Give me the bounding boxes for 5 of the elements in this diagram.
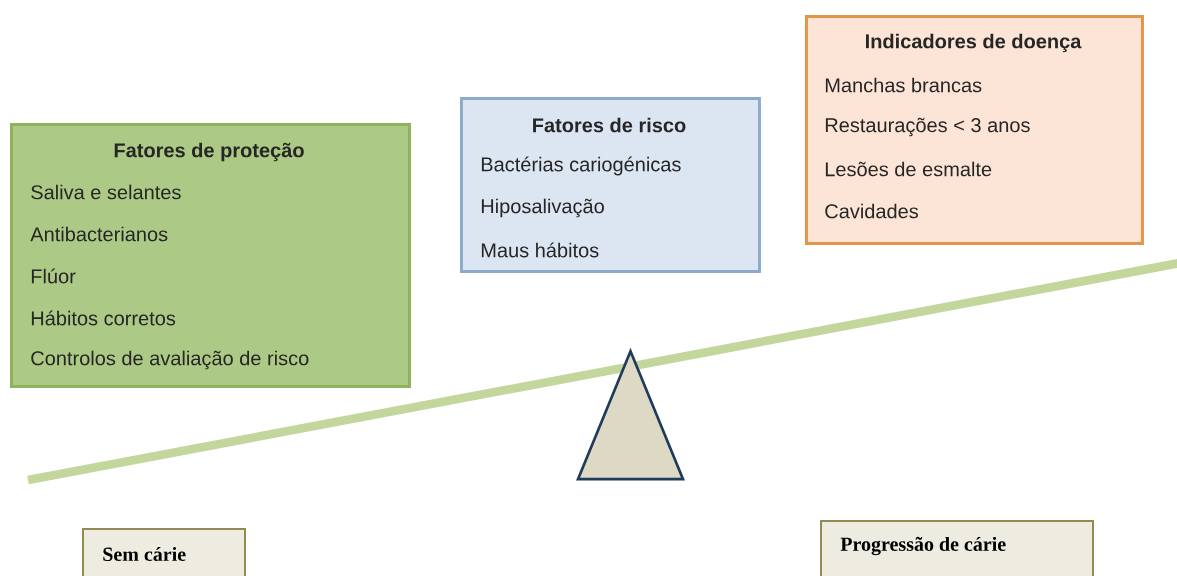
factor-box: Indicadores de doença Manchas brancas Restaurações < 3 anos Lesões de esmalte Cavidades	[805, 15, 1144, 245]
outcome-box: Progressão de cárie	[820, 520, 1094, 576]
factor-box: Fatores de proteção Saliva e selantes Antibacterianos Flúor Hábitos corretos Controlos de avaliação de risco	[10, 123, 411, 388]
outcome-box: Sem cárie	[82, 528, 246, 576]
factor-box: Fatores de risco Bactérias cariogénicas Hiposalivação Maus hábitos	[460, 97, 761, 273]
